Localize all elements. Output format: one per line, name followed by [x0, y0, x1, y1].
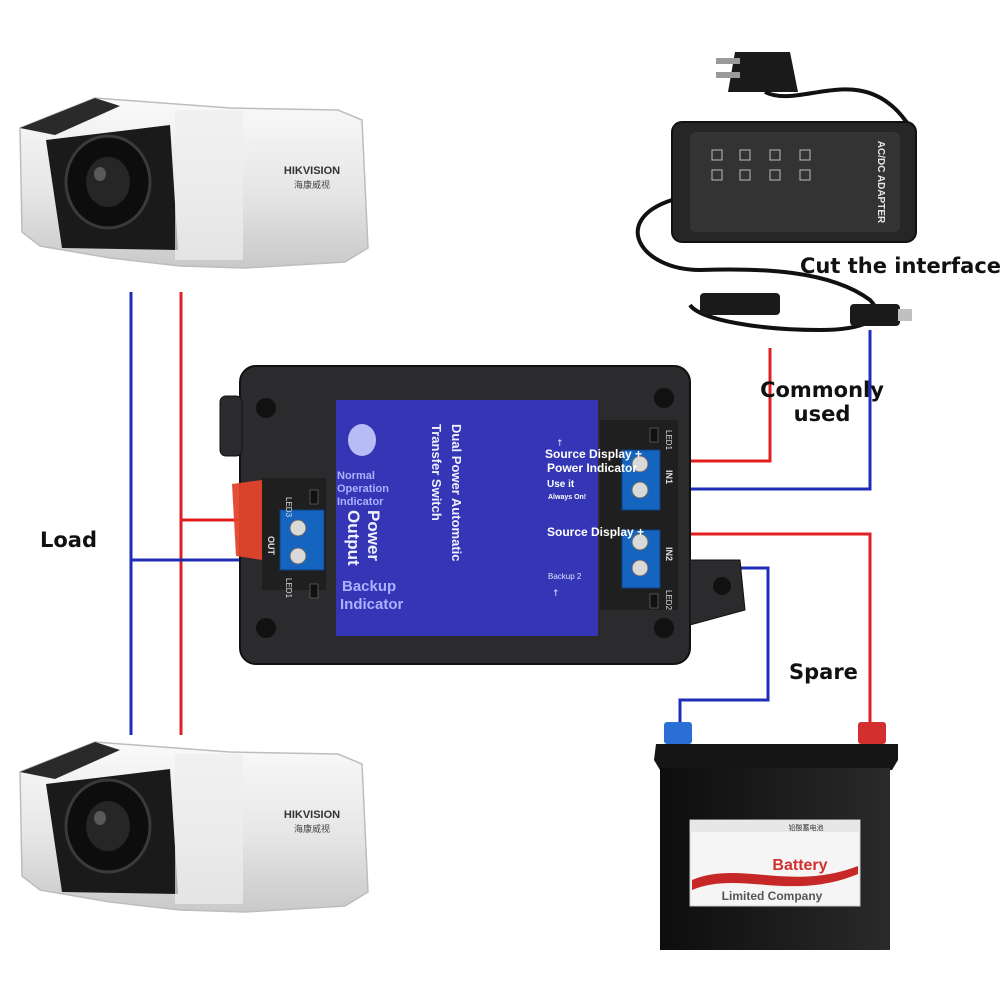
in1-terminal-mark: IN1: [664, 470, 674, 484]
camera-top: HIKVISION 海康威视: [19, 97, 369, 269]
camera-bottom-brand: HIKVISION: [284, 809, 340, 821]
up-arrow-icon: ↑: [556, 439, 564, 449]
in1-screw-positive: [631, 455, 649, 473]
commonly-used-label: Commonly used: [760, 378, 884, 426]
device-title-line2: Transfer Switch: [429, 424, 444, 521]
backup-indicator-label: Backup Indicator: [340, 578, 404, 613]
battery-label-card: 铅酸蓄电池 Battery Limited Company: [689, 819, 861, 907]
device-title-line1: Dual Power Automatic: [449, 424, 464, 561]
in2-positive-wire: [645, 532, 872, 735]
out-screw-positive: [289, 519, 307, 537]
spare-label: Spare: [789, 660, 858, 684]
power-output-line1: Power: [364, 510, 383, 561]
in2-terminal-mark: IN2: [664, 547, 674, 561]
adapter-label: AC/DC ADAPTER: [875, 141, 886, 224]
in2-screw-positive: [631, 533, 649, 551]
use-it-label: Use it: [547, 479, 575, 490]
source1-display-label: Source Display +: [545, 447, 642, 461]
device-label-panel: [336, 400, 598, 636]
in1-negative-wire: [645, 330, 872, 491]
led-bottom-left-mark: LED1: [284, 578, 293, 599]
in2-screw-negative: [631, 559, 649, 577]
battery-label-line1: Battery: [772, 857, 827, 874]
led-in2-mark: LED2: [664, 590, 673, 611]
camera-bottom-brand-sub: 海康威视: [294, 823, 330, 835]
power-adapter: AC/DC ADAPTER: [635, 52, 917, 333]
led-in1-mark: LED1: [664, 430, 673, 451]
out-screw-negative: [289, 547, 307, 565]
out-terminal-mark: OUT: [266, 536, 276, 556]
power-output-line2: Output: [344, 510, 363, 566]
camera-top-brand: HIKVISION: [284, 165, 340, 177]
source2-display-label: Source Display +: [547, 525, 644, 539]
up-arrow-icon: ↑: [552, 589, 560, 599]
camera-bottom: HIKVISION 海康威视: [19, 741, 369, 913]
normal-operation-indicator-label: Normal Operation Indicator: [337, 470, 392, 508]
backup2-label: Backup 2: [548, 572, 582, 581]
led-out-mark: LED3: [284, 497, 293, 518]
adapter-certification-marks: [711, 149, 811, 181]
in1-screw-negative: [631, 481, 649, 499]
transfer-switch-device: LED3 OUT LED1 LED1 IN1 IN2 LED2 Dual Pow…: [219, 365, 746, 665]
battery-label-line2: Limited Company: [722, 889, 823, 903]
load-label: Load: [40, 528, 98, 552]
battery: 铅酸蓄电池 Battery Limited Company: [654, 722, 898, 950]
battery-header: 铅酸蓄电池: [789, 823, 824, 832]
cut-interface-label: Cut the interface: [800, 254, 1000, 278]
always-on-label: Always On!: [548, 494, 586, 501]
camera-top-brand-sub: 海康威视: [294, 179, 330, 191]
source1-power-indicator-label: Power Indicator: [547, 461, 637, 475]
